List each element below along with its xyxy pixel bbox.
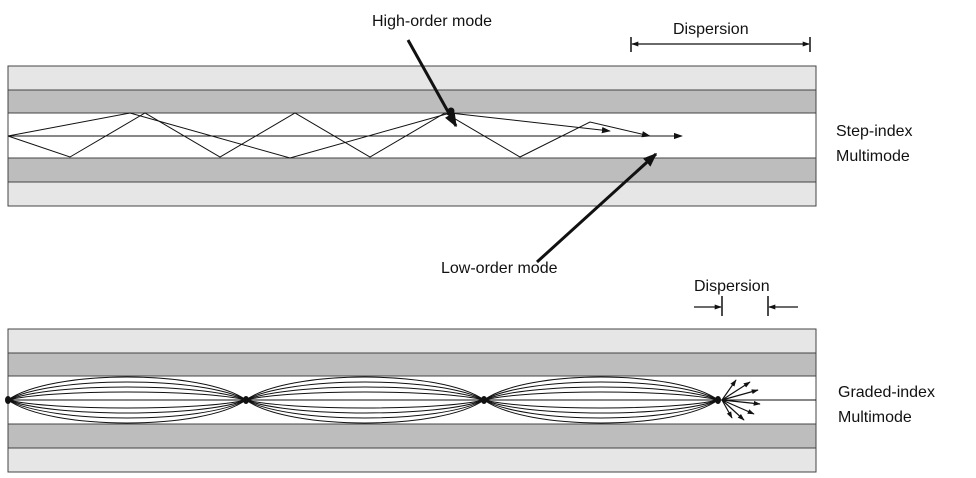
high-order-pointer-dot (447, 107, 455, 115)
graded-ray-path (7, 399, 719, 414)
graded-ray-path (7, 399, 719, 419)
mid-order-ray (7, 112, 611, 159)
graded-dispersion-label: Dispersion (694, 278, 770, 295)
graded-index-fiber: Dispersion Graded-index Multimode (5, 278, 935, 473)
low-order-mode-label: Low-order mode (441, 260, 558, 277)
graded-ray-path (7, 386, 719, 401)
graded-ray-path (7, 399, 719, 424)
step-index-fiber: High-order mode Low-order mode Dispersio… (7, 13, 913, 277)
graded-ray-path (7, 399, 719, 409)
step-multimode-type-label: Multimode (836, 148, 910, 165)
graded-ray-path (7, 381, 719, 401)
step-inner-cladding-bottom (7, 157, 817, 183)
graded-sinusoidal-rays (5, 376, 816, 424)
graded-exit-arrow (721, 399, 761, 406)
graded-exit-arrow (721, 389, 759, 401)
step-outer-cladding-top (7, 65, 817, 91)
graded-ray-path (7, 376, 719, 401)
step-dispersion-label: Dispersion (673, 21, 749, 38)
graded-outer-cladding-bottom (7, 447, 817, 473)
graded-ray-path (7, 391, 719, 401)
graded-multimode-type-label: Multimode (838, 409, 912, 426)
graded-exit-arrow (721, 399, 733, 419)
graded-inner-cladding-bottom (7, 423, 817, 449)
graded-focus-node (481, 396, 487, 404)
graded-focus-node (5, 396, 11, 404)
graded-index-type-label: Graded-index (838, 384, 935, 401)
high-order-mode-label: High-order mode (372, 13, 492, 30)
graded-outer-cladding-top (7, 328, 817, 354)
graded-inner-cladding-top (7, 352, 817, 377)
step-index-type-label: Step-index (836, 123, 913, 140)
graded-exit-arrows (721, 379, 761, 421)
graded-focus-node (243, 396, 249, 404)
graded-exit-arrow (721, 379, 737, 401)
high-order-ray (7, 112, 651, 158)
graded-exit-arrow (721, 399, 755, 415)
step-inner-cladding-top (7, 89, 817, 114)
graded-focus-node (715, 396, 721, 404)
step-outer-cladding-bottom (7, 181, 817, 207)
graded-exit-arrow (721, 399, 745, 421)
graded-exit-arrow (721, 381, 751, 401)
low-order-pointer-arrow (535, 152, 658, 264)
